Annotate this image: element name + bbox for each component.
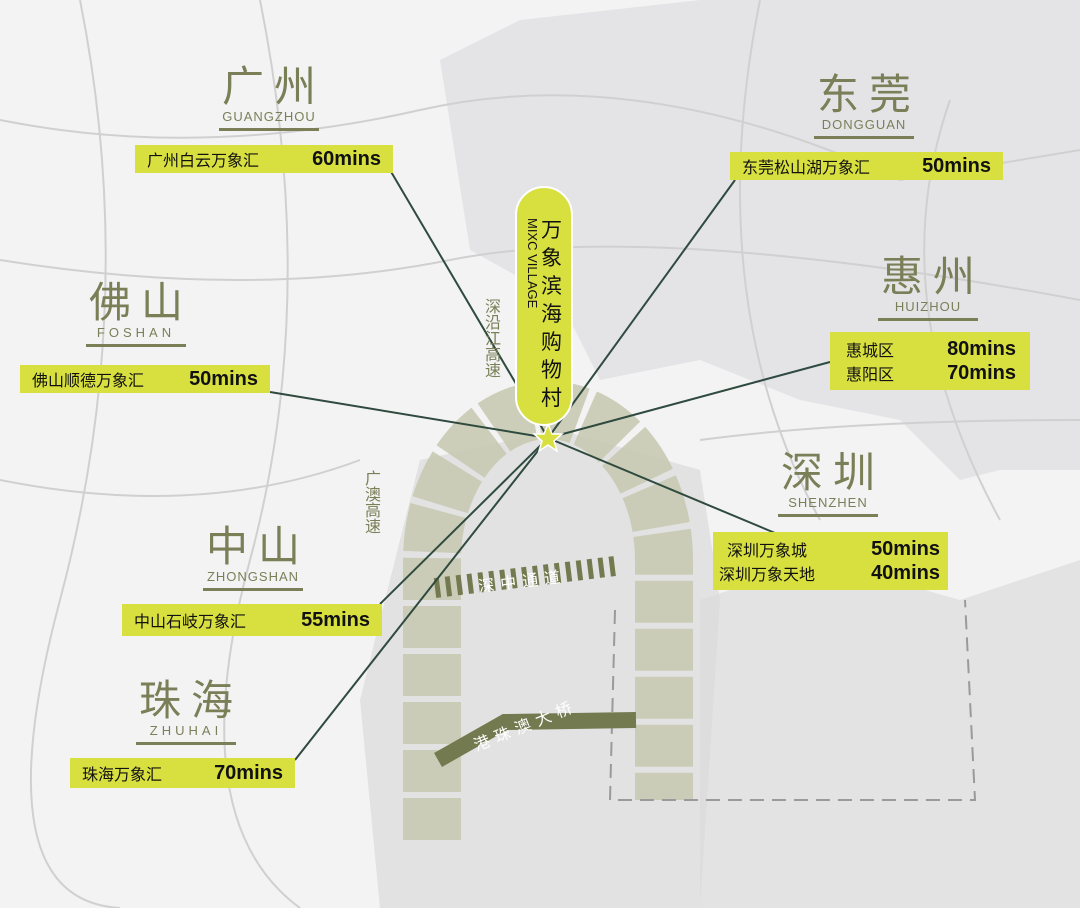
city-huizhou: 惠州 HUIZHOU [858,254,998,321]
underline [878,318,978,321]
city-name-cn: 珠海 [138,676,243,725]
place: 深圳万象城 [727,541,808,560]
city-name-en: FOSHAN [96,325,176,340]
place: 深圳万象天地 [719,565,816,584]
line-zhongshan [379,437,549,605]
underline [203,588,303,591]
city-name-en: HUIZHOU [894,299,962,314]
city-name-cn: 深圳 [780,448,885,497]
travel-time: 55mins [301,608,370,631]
city-name-en: SHENZHEN [788,495,868,510]
place: 中山石岐万象汇 [134,612,247,631]
city-dongguan: 东莞 DONGGUAN [794,72,934,139]
city-name-cn: 惠州 [880,252,985,301]
city-name-cn: 广州 [221,62,326,111]
place: 惠阳区 [846,365,895,384]
place: 佛山顺德万象汇 [32,371,145,390]
place: 广州白云万象汇 [147,151,260,170]
mixc-village-marker[interactable]: 万象滨海购物村 MIXC VILLAGE [515,186,573,426]
shenzhong-channel-band [433,556,617,598]
underline [219,128,319,131]
city-name-en: DONGGUAN [821,117,907,132]
line-shenzhen [547,437,776,534]
city-name-en: GUANGZHOU [222,109,316,124]
city-name-cn: 东莞 [816,70,921,119]
highway-label-guangao: 广澳高速 [362,470,381,534]
underline [136,742,236,745]
city-zhongshan: 中山 ZHONGSHAN [183,524,323,591]
travel-time: 40mins [871,561,940,584]
travel-time: 60mins [312,147,381,170]
highway-label-shenyanjiang: 深沿江高速 [482,298,501,378]
place: 东莞松山湖万象汇 [742,158,871,177]
underline [778,514,878,517]
city-guangzhou: 广州 GUANGZHOU [199,64,339,131]
travel-box-zhuhai: 珠海万象汇 70mins [70,758,295,788]
underline [86,344,186,347]
travel-box-shenzhen: 深圳万象城 50mins 深圳万象天地 40mins [713,532,948,590]
city-foshan: 佛山 FOSHAN [66,280,206,347]
city-shenzhen: 深圳 SHENZHEN [758,450,898,517]
underline [814,136,914,139]
travel-time: 50mins [922,154,991,177]
travel-time: 70mins [947,361,1016,384]
place: 惠城区 [846,341,895,360]
travel-time: 50mins [189,367,258,390]
line-huizhou [547,361,831,439]
travel-box-zhongshan: 中山石岐万象汇 55mins [122,604,382,636]
travel-box-dongguan: 东莞松山湖万象汇 50mins [730,152,1003,180]
travel-time: 50mins [871,537,940,560]
star-icon [532,421,564,453]
line-zhuhai [294,437,549,761]
coast-right [700,560,1080,908]
travel-time: 70mins [214,761,283,784]
line-dongguan [547,179,736,439]
line-foshan [269,391,549,439]
destination-name-en: MIXC VILLAGE [525,218,540,309]
destination-name-cn: 万象滨海购物村 [541,218,562,410]
travel-box-guangzhou: 广州白云万象汇 60mins [135,145,393,173]
city-name-cn: 中山 [205,522,310,571]
city-zhuhai: 珠海 ZHUHAI [116,678,256,745]
travel-box-huizhou: 惠城区 80mins 惠阳区 70mins [830,332,1030,390]
city-name-cn: 佛山 [88,278,193,327]
hzmb-band [434,712,637,767]
dashed-boundary [608,599,977,801]
travel-time: 80mins [947,337,1016,360]
city-name-en: ZHONGSHAN [206,569,300,584]
city-name-en: ZHUHAI [149,723,223,738]
place: 珠海万象汇 [82,765,163,784]
travel-box-foshan: 佛山顺德万象汇 50mins [20,365,270,393]
